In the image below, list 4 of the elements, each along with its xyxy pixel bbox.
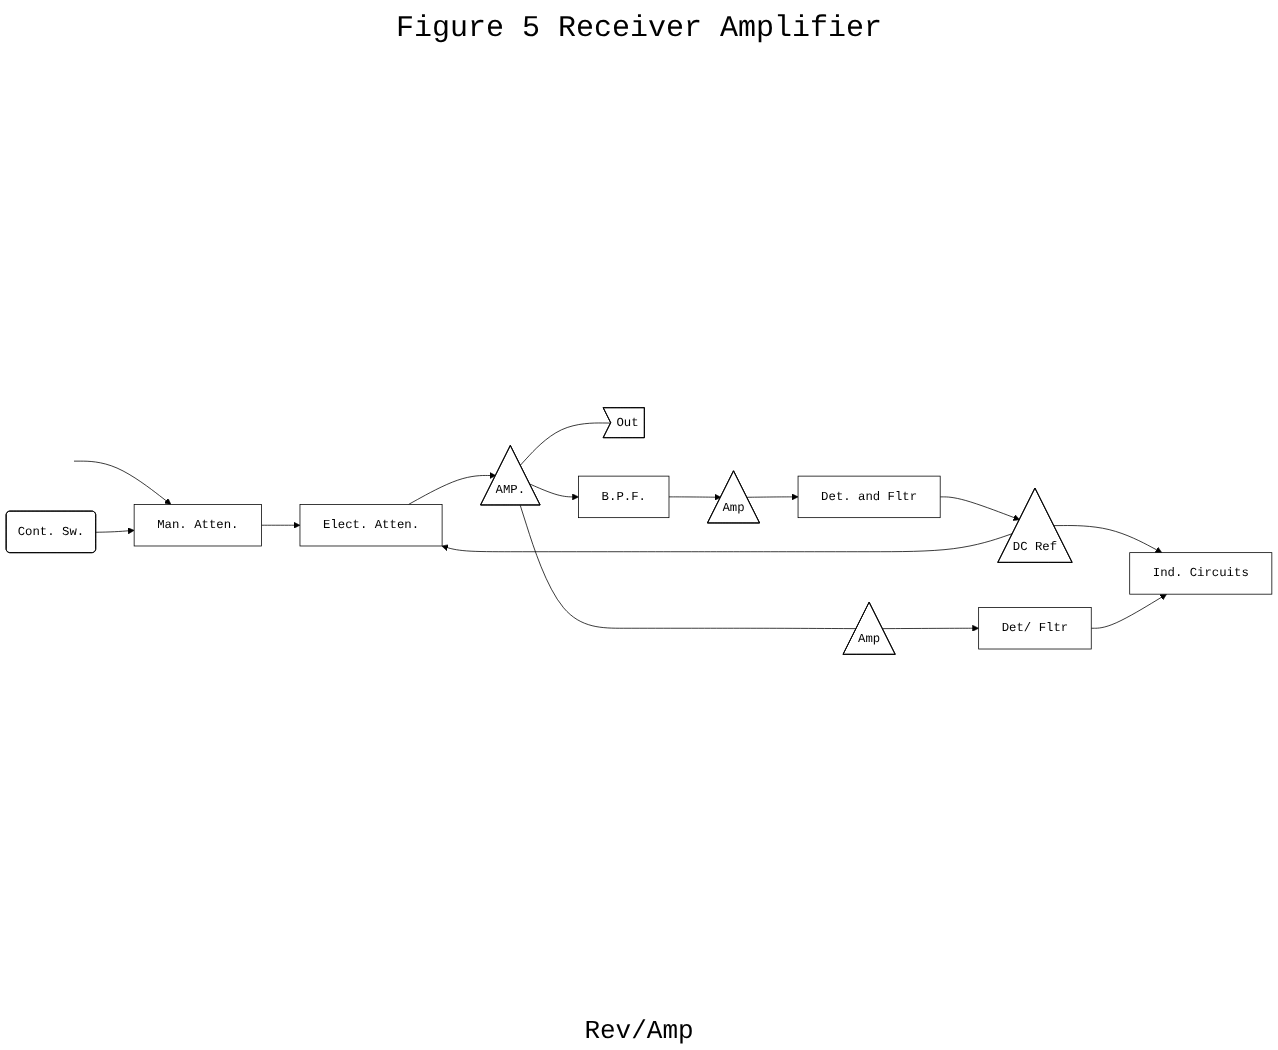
connector: [520, 422, 612, 466]
figure-title: Figure 5 Receiver Amplifier: [395, 12, 883, 46]
block-label: Rev/Amp: [584, 1016, 694, 1046]
connector: [519, 504, 857, 629]
